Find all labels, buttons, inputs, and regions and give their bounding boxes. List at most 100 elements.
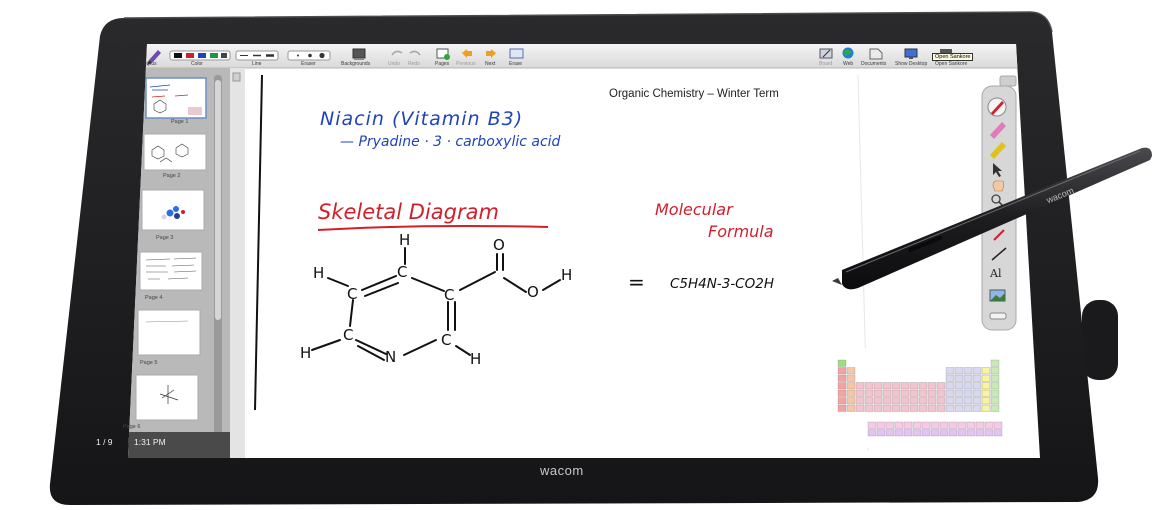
toolbar-label-open-sankore: Open Sankore	[935, 61, 968, 67]
toolbar-label-pages: Pages	[435, 61, 450, 67]
thumbnail-page-2[interactable]	[143, 133, 207, 171]
periodic-table-cell	[981, 404, 991, 412]
periodic-table-cell	[900, 397, 910, 405]
periodic-table-cell	[891, 382, 901, 390]
periodic-table-cell	[873, 382, 883, 390]
atom-h-lower-left: H	[300, 344, 312, 362]
toolbar-label-web: Web	[843, 61, 854, 67]
toolbar-label-stylus: Stylus	[143, 61, 157, 67]
molecular-formula: C5H4N-3-CO2H	[670, 276, 774, 292]
periodic-table-cell	[948, 429, 958, 437]
undo-icon[interactable]	[391, 50, 403, 56]
periodic-table-cell	[855, 382, 865, 390]
periodic-table-cell	[954, 382, 964, 390]
periodic-table-cell	[975, 421, 985, 429]
text-icon[interactable]: Al	[990, 267, 1002, 280]
previous-icon[interactable]	[462, 49, 472, 58]
color-swatches[interactable]	[169, 50, 231, 61]
thumbnail-page-4[interactable]	[139, 251, 203, 291]
pointer-icon[interactable]	[993, 163, 1002, 177]
periodic-table-cell	[936, 389, 946, 397]
periodic-table-cell	[891, 389, 901, 397]
pen-icon[interactable]	[987, 97, 1007, 117]
periodic-table-cell	[954, 404, 964, 412]
thumbnail-page-6[interactable]	[135, 374, 199, 421]
periodic-table-cell	[864, 389, 874, 397]
redo-icon[interactable]	[409, 50, 421, 56]
toolbar-label-color: Color	[191, 61, 203, 67]
capture-icon[interactable]	[989, 289, 1006, 302]
eraser-size-buttons[interactable]	[287, 50, 331, 61]
show-desktop-icon[interactable]	[904, 48, 918, 59]
toolbar-label-board: Board	[819, 61, 833, 67]
highlighter-icon[interactable]	[990, 142, 1006, 159]
periodic-table-cell	[900, 404, 910, 412]
periodic-table-cell	[963, 382, 973, 390]
minimize-icon[interactable]	[989, 312, 1007, 320]
periodic-table-cell	[837, 367, 847, 375]
periodic-table-cell	[966, 429, 976, 437]
periodic-table-cell	[903, 421, 913, 429]
thumbnail-label-page-6: Page 6	[123, 424, 141, 430]
board-icon[interactable]	[819, 48, 833, 59]
status-strip	[128, 432, 230, 458]
periodic-table-cell	[867, 429, 877, 437]
clock-time: 1:31 PM	[134, 437, 166, 447]
periodic-table-cell	[846, 374, 856, 382]
stylus-pen	[832, 147, 1152, 290]
skeletal-underline	[317, 225, 549, 231]
periodic-table-cell	[939, 421, 949, 429]
periodic-table-cell	[918, 389, 928, 397]
periodic-table-cell	[837, 359, 847, 367]
periodic-table-cell	[864, 382, 874, 390]
periodic-table-cell	[876, 429, 886, 437]
thumbnail-page-5[interactable]	[137, 309, 201, 356]
page-margin-line	[254, 74, 263, 411]
line-width-buttons[interactable]	[235, 50, 279, 61]
periodic-table-cell	[972, 367, 982, 375]
periodic-table-cell	[972, 397, 982, 405]
periodic-table-cell	[846, 382, 856, 390]
atom-h-right: H	[561, 266, 573, 284]
periodic-table-cell	[936, 382, 946, 390]
thumbnail-page-3[interactable]	[141, 189, 205, 231]
thumbnail-label-page-3: Page 3	[156, 235, 174, 241]
periodic-table-cell	[954, 397, 964, 405]
thumbnail-page-1[interactable]	[145, 77, 207, 119]
periodic-table-image[interactable]	[824, 348, 1022, 448]
line-icon[interactable]	[991, 247, 1007, 261]
periodic-table-cell	[882, 404, 892, 412]
periodic-table-cell	[846, 397, 856, 405]
periodic-table-cell	[918, 397, 928, 405]
periodic-table-cell	[981, 374, 991, 382]
periodic-table-cell	[855, 397, 865, 405]
next-icon[interactable]	[486, 49, 496, 58]
periodic-table-cell	[990, 374, 1000, 382]
backgrounds-icon[interactable]	[352, 48, 366, 60]
palette-close-icon[interactable]	[999, 75, 1017, 87]
periodic-table-cell	[945, 389, 955, 397]
thumbnail-label-page-5: Page 5	[140, 360, 158, 366]
periodic-table-cell	[963, 397, 973, 405]
atom-c-upper-right: C	[444, 286, 455, 304]
marker-icon[interactable]	[990, 122, 1006, 139]
atom-o-top: O	[493, 236, 505, 254]
skeletal-structure	[311, 247, 561, 361]
periodic-table-cell	[954, 374, 964, 382]
periodic-table-cell	[972, 374, 982, 382]
stylus-icon[interactable]	[147, 50, 161, 65]
periodic-table-cell	[930, 421, 940, 429]
documents-icon[interactable]	[869, 48, 883, 60]
web-icon[interactable]	[842, 47, 854, 59]
laser-icon[interactable]	[993, 229, 1005, 241]
thumbnail-label-page-1: Page 1	[171, 119, 189, 125]
periodic-table-cell	[891, 404, 901, 412]
sidebar-collapse-strip[interactable]	[230, 68, 245, 458]
page-header: Organic Chemistry – Winter Term	[609, 88, 779, 100]
periodic-table-cell	[963, 367, 973, 375]
erase-icon[interactable]	[509, 48, 524, 59]
thumbnail-label-page-2: Page 2	[163, 173, 181, 179]
pages-icon[interactable]	[436, 48, 450, 60]
hand-icon[interactable]	[992, 180, 1005, 192]
toolbar-label-erase: Erase	[509, 61, 523, 67]
